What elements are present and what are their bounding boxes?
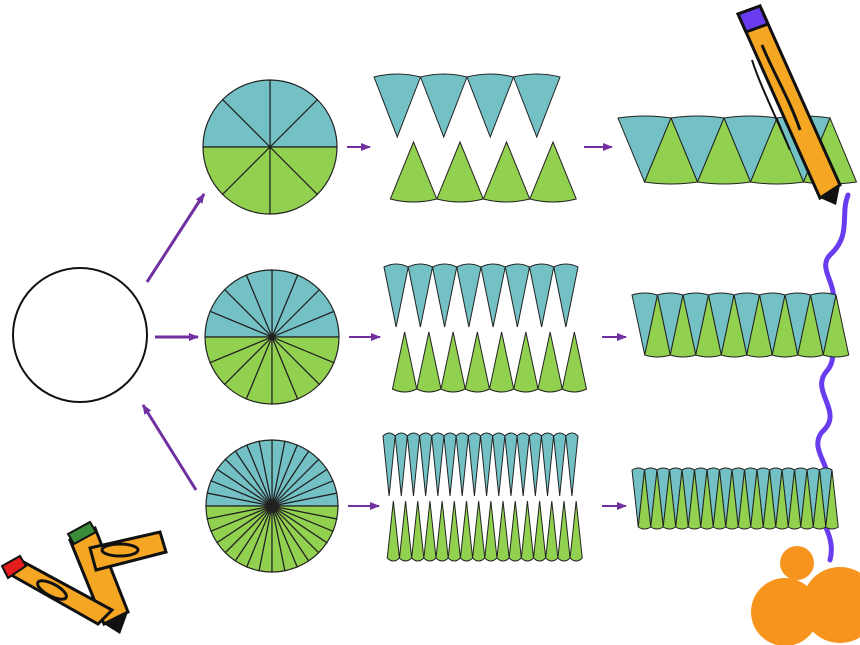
row-3 [205, 432, 839, 573]
green-wedge [488, 331, 515, 393]
start-circle [12, 267, 148, 403]
green-wedge [389, 140, 438, 203]
teal-wedge [383, 263, 409, 328]
teal-wedge [419, 432, 433, 497]
row-2 [204, 263, 850, 405]
teal-wedge [528, 263, 555, 328]
teal-wedge [553, 263, 579, 328]
orange-dots-icon [751, 546, 860, 645]
green-wedge [440, 331, 466, 393]
green-wedge [411, 500, 425, 562]
teal-wedge [504, 263, 531, 328]
teal-wedge [553, 432, 567, 497]
rows-layer [202, 73, 858, 573]
green-wedge [520, 500, 535, 562]
teal-wedge [407, 263, 434, 328]
green-wedge [459, 500, 474, 562]
teal-wedge [443, 432, 457, 497]
circle-slice [268, 146, 338, 196]
teal-wedge [394, 432, 408, 497]
green-wedge [464, 331, 491, 393]
strip-green-wedge [825, 469, 839, 530]
green-wedge [447, 500, 461, 562]
teal-wedge [512, 73, 561, 139]
green-wedge [435, 500, 449, 562]
teal-wedge [455, 432, 469, 497]
teal-wedge [516, 432, 530, 497]
teal-wedge [540, 432, 555, 497]
teal-wedge [480, 263, 506, 328]
teal-wedge [528, 432, 542, 497]
green-wedge [569, 500, 583, 562]
green-wedge [508, 500, 522, 562]
teal-wedge [431, 432, 445, 497]
green-wedge [529, 140, 577, 203]
teal-wedge [431, 263, 458, 328]
teal-wedge [565, 432, 579, 497]
strip-green-wedge [822, 294, 850, 358]
green-wedge [545, 500, 559, 562]
teal-wedge [492, 432, 506, 497]
teal-wedge [467, 432, 482, 497]
green-wedge [482, 140, 531, 203]
circle-slice [271, 336, 340, 364]
teal-wedge [373, 73, 422, 139]
teal-wedge [479, 432, 494, 497]
green-wedge [386, 500, 400, 562]
teal-wedge [466, 73, 515, 139]
circle-slice [271, 505, 339, 520]
green-wedge [537, 331, 563, 393]
teal-wedge [419, 73, 468, 139]
teal-wedge [456, 263, 482, 328]
green-wedge [561, 331, 588, 393]
arrow-to-row-3 [141, 404, 198, 491]
green-wedge [398, 500, 413, 562]
green-wedge [532, 500, 547, 562]
green-wedge [557, 500, 571, 562]
green-wedge [513, 331, 539, 393]
crayons-icon [0, 520, 168, 634]
green-wedge [484, 500, 498, 562]
row-1 [202, 73, 858, 215]
pencil-icon [735, 4, 842, 205]
green-wedge [436, 140, 484, 203]
teal-wedge [504, 432, 518, 497]
green-wedge [416, 331, 442, 393]
arrow-to-row-1 [145, 193, 206, 283]
teal-wedge [382, 432, 396, 497]
green-wedge [472, 500, 486, 562]
green-wedge [496, 500, 510, 562]
green-wedge [391, 331, 418, 393]
teal-wedge [406, 432, 421, 497]
green-wedge [423, 500, 437, 562]
